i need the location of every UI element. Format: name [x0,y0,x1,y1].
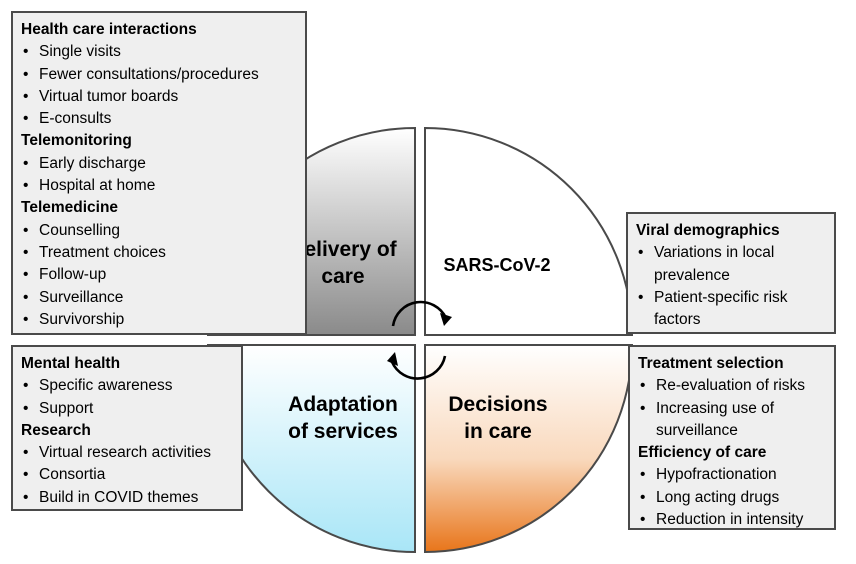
section-heading: Telemedicine [21,199,119,217]
section-heading: Research [21,421,91,439]
section-heading: Mental health [21,355,121,372]
arrowhead-right-icon [440,313,452,326]
list-item: Consortia [21,464,233,487]
list-item: Re-evaluation of risks [638,375,826,398]
list-item: Long acting drugs [638,487,826,510]
list-item: Build in COVID themes [21,487,233,510]
list-item: Surveillance [21,287,297,310]
list-item: Hypofractionation [638,464,826,487]
adaptation-details-box: Mental healthSpecific awarenessSupportRe… [11,345,243,511]
list-item: Patient-specific risk factors [636,287,826,332]
list-item: Counselling [21,220,297,243]
label-decisions-line1: Decisions [448,393,547,416]
bullet-list: Virtual research activitiesConsortiaBuil… [21,442,233,509]
bullet-list: Variations in local prevalencePatient-sp… [636,242,826,331]
list-item: Early discharge [21,153,297,176]
list-item: Virtual tumor boards [21,86,297,109]
label-delivery-line2: care [321,265,364,288]
section-heading: Viral demographics [636,222,780,239]
bullet-list: Re-evaluation of risksIncreasing use of … [638,375,826,442]
section-heading: Health care interactions [21,21,197,38]
section-heading: Efficiency of care [638,444,767,462]
bullet-list: Single visitsFewer consultations/procedu… [21,41,297,130]
list-item: Hospital at home [21,175,297,198]
bullet-list: CounsellingTreatment choicesFollow-upSur… [21,220,297,332]
section-heading: Telemonitoring [21,132,132,150]
quadrant-sars-cov-2 [424,126,634,336]
delivery-details-box: Health care interactionsSingle visitsFew… [11,11,307,335]
label-delivery-line1: Delivery of [289,238,397,261]
bullet-list: HypofractionationLong acting drugsReduct… [638,464,826,531]
list-item: Increasing use of surveillance [638,398,826,443]
arrowhead-left-icon [387,352,398,366]
label-adaptation-line2: of services [288,420,398,443]
list-item: Treatment choices [21,242,297,265]
list-item: Support [21,398,233,421]
list-item: Reduction in intensity [638,509,826,532]
quadrant-decisions-in-care [424,344,634,554]
section-heading: Treatment selection [638,355,784,372]
label-adaptation-line1: Adaptation [288,393,398,416]
bullet-list: Specific awarenessSupport [21,375,233,420]
list-item: Survivorship [21,309,297,332]
list-item: Single visits [21,41,297,64]
decisions-details-box: Treatment selectionRe-evaluation of risk… [628,345,836,532]
list-item: Fewer consultations/procedures [21,64,297,87]
bullet-list: Early dischargeHospital at home [21,153,297,198]
label-decisions-line2: in care [464,420,532,443]
list-item: Virtual research activities [21,442,233,465]
viral-demographics-box: Viral demographicsVariations in local pr… [626,212,836,334]
circular-arrows-icon [390,300,448,380]
list-item: Follow-up [21,264,297,287]
label-sars-cov-2: SARS-CoV-2 [443,255,550,275]
list-item: Specific awareness [21,375,233,398]
list-item: Variations in local prevalence [636,242,826,287]
list-item: E-consults [21,108,297,131]
